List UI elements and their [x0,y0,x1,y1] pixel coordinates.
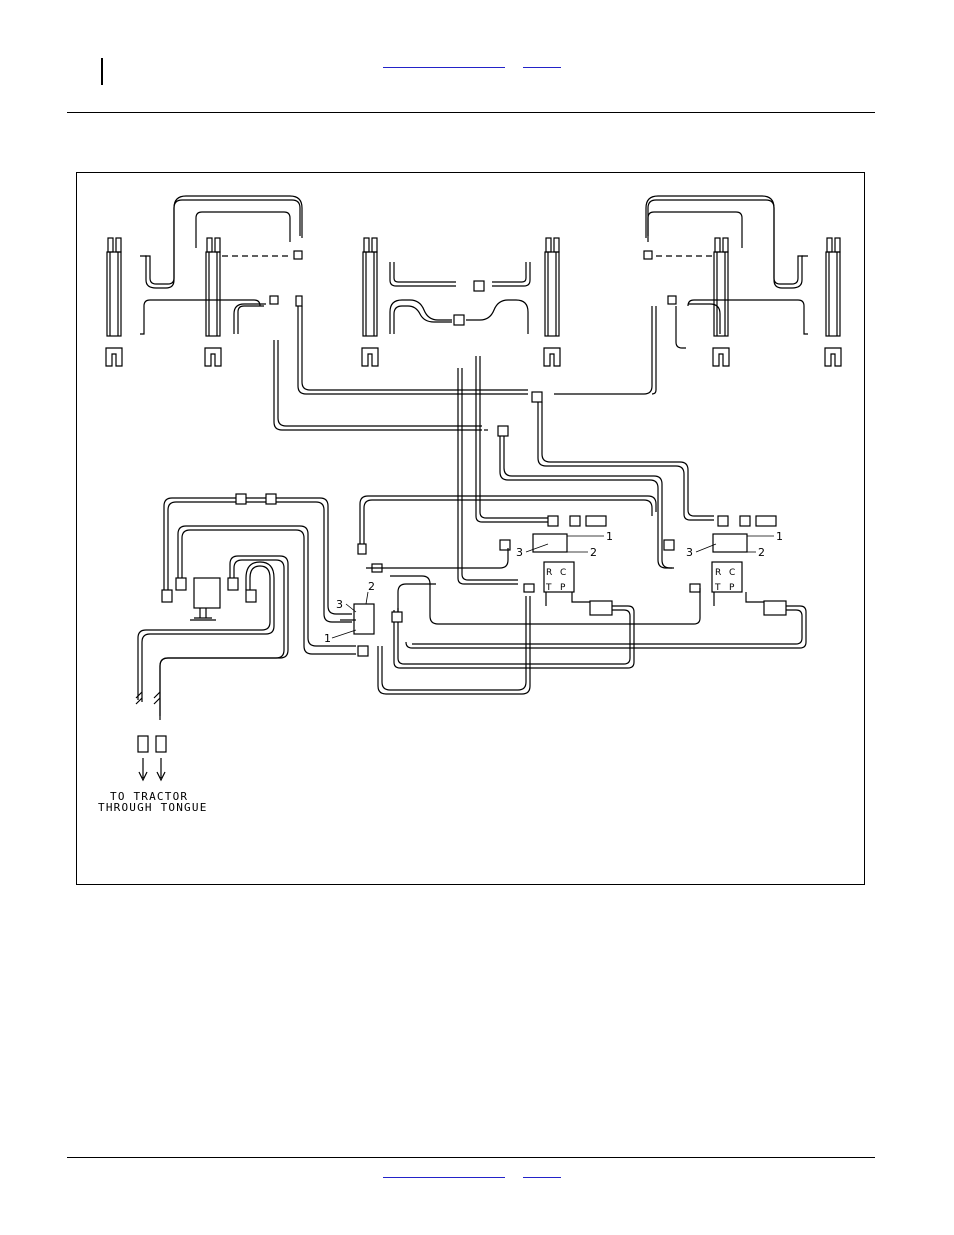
center-check-valve [533,534,567,552]
callout-right-2: 2 [758,546,765,559]
port-center-c: C [560,568,566,578]
hydraulic-motor [194,578,220,608]
center-cylinder-right [544,238,560,366]
footer-link-2[interactable] [523,1177,561,1178]
callout-right-3: 3 [686,546,693,559]
right-cylinder-inner [713,238,729,366]
port-center-t: T [545,583,552,593]
callout-right-1: 1 [776,530,783,543]
callout-center-2: 2 [590,546,597,559]
footer-link-1[interactable] [383,1177,505,1178]
left-cylinder-inner [205,238,221,366]
callout-diverter-1: 1 [324,632,331,645]
port-right-t: T [714,583,721,593]
right-check-valve [713,534,747,552]
diverter-valve [354,604,374,634]
callout-center-3: 3 [516,546,523,559]
port-right-p: P [729,583,735,593]
callout-diverter-3: 3 [336,598,343,611]
footer-rule [67,1157,875,1158]
callout-diverter-2: 2 [368,580,375,593]
callout-center-1: 1 [606,530,613,543]
port-right-c: C [729,568,735,578]
port-right-r: R [715,568,721,578]
caption-line-2: THROUGH TONGUE [98,802,208,814]
port-center-p: P [560,583,566,593]
left-cylinder-outer [106,238,122,366]
port-center-r: R [546,568,552,578]
center-cylinder-left [362,238,378,366]
right-cylinder-outer [825,238,841,366]
